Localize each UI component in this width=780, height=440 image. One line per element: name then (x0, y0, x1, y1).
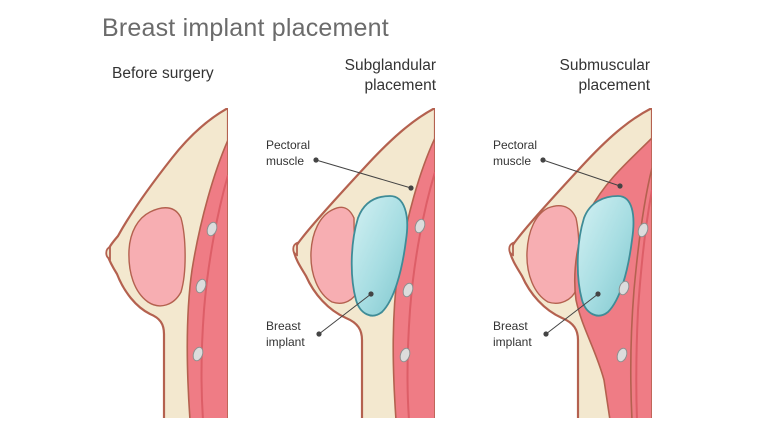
leader-dot (595, 291, 601, 297)
panel-heading-submuscular: Submuscular placement (512, 56, 650, 96)
heading-line: Subglandular (344, 57, 436, 74)
breast-gland (526, 205, 580, 304)
muscle-inner-band (406, 171, 435, 418)
diagram-title: Breast implant placement (102, 14, 389, 42)
rib (637, 222, 649, 238)
callout-line: Pectoral (266, 138, 311, 152)
muscle-inner-band (635, 189, 652, 418)
breast-gland (310, 206, 359, 304)
rib (195, 278, 207, 294)
leader-dot (543, 331, 549, 337)
rib (414, 218, 426, 234)
breast-gland (128, 207, 186, 307)
breast-implant (350, 195, 409, 317)
heading-line: Before surgery (112, 65, 214, 82)
panel-heading-before-surgery: Before surgery (112, 64, 214, 84)
callout-line: muscle (493, 154, 532, 168)
rib (192, 346, 204, 362)
callout-line: muscle (266, 154, 305, 168)
leader-dot (313, 157, 319, 163)
heading-line: placement (364, 77, 436, 94)
breast-implant (576, 195, 635, 317)
callout-line: Breast (266, 319, 301, 333)
heading-line: Submuscular (559, 57, 650, 74)
leader-dot (408, 185, 414, 191)
rib (206, 221, 218, 237)
leader-dot (316, 331, 322, 337)
rib (402, 282, 414, 298)
leader-line-implant-submuscular (545, 293, 599, 335)
callout-line: implant (493, 335, 532, 349)
heading-line: placement (578, 77, 650, 94)
panel-heading-subglandular: Subglandular placement (300, 56, 436, 96)
callout-breast-implant-subglandular: Breast implant (266, 318, 305, 350)
before-surgery-figure (105, 108, 228, 418)
leader-dot (540, 157, 546, 163)
callout-line: Pectoral (493, 138, 538, 152)
rib (618, 280, 630, 296)
nipple (292, 241, 298, 257)
callout-line: implant (266, 335, 305, 349)
leader-line-implant-subglandular (318, 293, 372, 335)
callout-pectoral-muscle-subglandular: Pectoral muscle (266, 137, 310, 169)
leader-dot (368, 291, 374, 297)
nipple (508, 241, 514, 257)
subglandular-figure (292, 108, 435, 418)
callout-breast-implant-submuscular: Breast implant (493, 318, 532, 350)
leader-dot (617, 183, 623, 189)
submuscular-figure (508, 108, 652, 418)
callout-pectoral-muscle-submuscular: Pectoral muscle (493, 137, 537, 169)
leader-lines (313, 157, 623, 337)
leader-line-muscle-submuscular (542, 159, 621, 187)
callout-line: Breast (493, 319, 528, 333)
leader-line-muscle-subglandular (315, 159, 412, 189)
rib (616, 347, 628, 363)
nipple (105, 245, 111, 261)
rib (399, 347, 411, 363)
muscle-inner-band (200, 174, 228, 418)
